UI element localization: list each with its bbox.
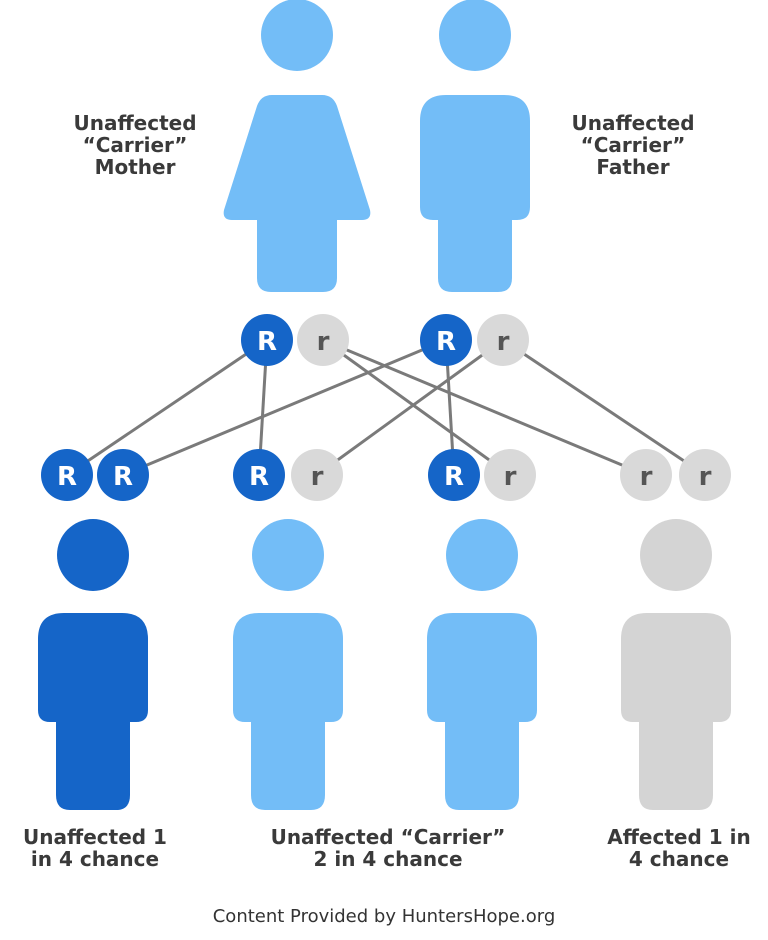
- child-3-allele-2: r: [504, 462, 517, 492]
- child-4-body: [621, 613, 731, 810]
- child-4-alleles: r r: [620, 449, 731, 501]
- child-figure-4: [621, 519, 731, 810]
- line-father-R-to-child1: [121, 338, 448, 477]
- mother-alleles: R r: [241, 314, 349, 366]
- line-mother-r-to-child4: [321, 338, 648, 477]
- mother-body: [223, 95, 371, 292]
- outcome-affected-label: Affected 1 in 4 chance: [607, 825, 751, 871]
- child-1-alleles: R R: [41, 449, 149, 501]
- mother-allele-1: R: [241, 314, 293, 366]
- child-2-head: [252, 519, 324, 591]
- footer-credit: Content Provided by HuntersHope.org: [212, 906, 556, 927]
- mother-figure: [223, 0, 371, 292]
- child-3-head: [446, 519, 518, 591]
- mother-allele-2-text: r: [317, 327, 330, 357]
- line-father-r-to-child4: [501, 338, 707, 477]
- mother-allele-1-text: R: [257, 327, 277, 357]
- child-3-body: [427, 613, 537, 810]
- father-allele-2: r: [477, 314, 529, 366]
- child-figure-2: [233, 519, 343, 810]
- child-2-body: [233, 613, 343, 810]
- line-father-r-to-child2: [315, 338, 505, 477]
- child-4-head: [640, 519, 712, 591]
- child-3-alleles: R r: [428, 449, 536, 501]
- mother-head: [261, 0, 333, 71]
- father-label: Unaffected “Carrier” Father: [571, 111, 695, 179]
- mother-label: Unaffected “Carrier” Mother: [73, 111, 197, 179]
- father-allele-1-text: R: [436, 327, 456, 357]
- father-allele-1: R: [420, 314, 472, 366]
- mother-allele-2: r: [297, 314, 349, 366]
- father-alleles: R r: [420, 314, 529, 366]
- line-mother-r-to-child3: [321, 338, 512, 477]
- child-3-allele-1: R: [444, 462, 464, 492]
- father-allele-2-text: r: [497, 327, 510, 357]
- father-body: [420, 95, 530, 292]
- child-2-allele-2: r: [311, 462, 324, 492]
- child-1-allele-1: R: [57, 462, 77, 492]
- father-figure: [420, 0, 530, 292]
- inheritance-lines: [65, 338, 707, 477]
- line-mother-R-to-child1: [65, 338, 269, 477]
- child-1-allele-2: R: [113, 462, 133, 492]
- child-4-allele-1: r: [640, 462, 653, 492]
- child-2-allele-1: R: [249, 462, 269, 492]
- outcome-carrier-label: Unaffected “Carrier” 2 in 4 chance: [270, 825, 506, 871]
- child-4-allele-2: r: [699, 462, 712, 492]
- child-figure-1: [38, 519, 148, 810]
- father-head: [439, 0, 511, 71]
- child-1-head: [57, 519, 129, 591]
- child-figure-3: [427, 519, 537, 810]
- child-1-body: [38, 613, 148, 810]
- outcome-unaffected-label: Unaffected 1 in 4 chance: [23, 825, 167, 871]
- child-2-alleles: R r: [233, 449, 343, 501]
